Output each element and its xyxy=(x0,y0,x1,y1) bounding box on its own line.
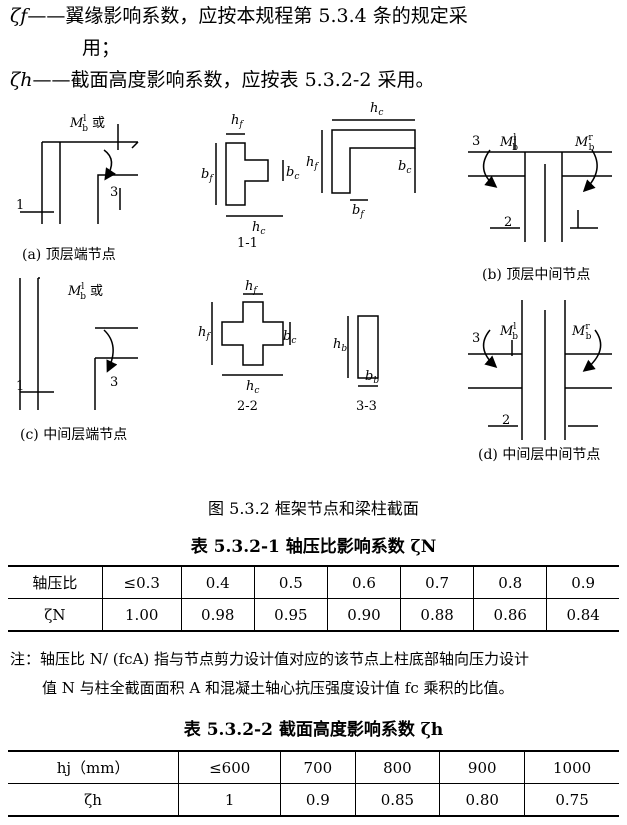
joint-b-drawing xyxy=(468,136,612,242)
table-cell: 1.00 xyxy=(101,598,182,632)
dim-hc-l: hc xyxy=(370,101,383,118)
dim-bc-2: bc xyxy=(283,329,296,346)
joint-c-mark-3: 3 xyxy=(110,375,118,390)
table-1-title: 表 5.3.2-1 轴压比影响系数 ζN xyxy=(190,537,437,557)
table-cell: 800 xyxy=(354,750,441,784)
dim-hb: hb xyxy=(333,337,347,354)
joint-d-mark-3: 3 xyxy=(472,331,480,346)
table-cell: 0.95 xyxy=(253,598,328,632)
joint-a-drawing xyxy=(20,124,139,224)
table-2-title: 表 5.3.2-2 截面高度影响系数 ζh xyxy=(183,720,444,740)
table-cell: ≤600 xyxy=(178,750,282,784)
dim-hc-2: hc xyxy=(246,379,259,396)
joint-c-mark-1: 1 xyxy=(16,379,24,394)
table-cell: 0.5 xyxy=(253,565,328,599)
dim-bc-1: bc xyxy=(286,165,299,182)
dim-bf: bf xyxy=(201,167,214,184)
table-cell: 0.98 xyxy=(180,598,255,632)
note-line-2: 值 N 与柱全截面面积 A 和混凝土轴心抗压强度设计值 fc 乘积的比值。 xyxy=(42,679,514,697)
table-1-note: 注：轴压比 N/ (fcA) 指与节点剪力设计值对应的该节点上柱底部轴向压力设计… xyxy=(10,645,620,703)
zeta-h-text: ——截面高度影响系数，应按表 5.3.2-2 采用。 xyxy=(32,69,435,91)
joint-d-drawing xyxy=(468,300,612,440)
table-cell: 0.84 xyxy=(546,598,619,632)
table-cell: 0.88 xyxy=(400,598,475,632)
dim-hc-1: hc xyxy=(252,220,265,237)
table-cell: ζN xyxy=(8,598,103,632)
table-cell: 1000 xyxy=(524,750,619,784)
table-cell: 0.86 xyxy=(473,598,548,632)
dim-bf-l: bf xyxy=(352,203,365,220)
table-cell: ζh xyxy=(8,783,180,817)
table-cell: hj（mm） xyxy=(8,750,180,784)
table-cell: 0.75 xyxy=(524,783,619,817)
table-row: hj（mm） ≤600 700 800 900 1000 xyxy=(8,750,619,784)
dim-bc-l: bc xyxy=(398,159,411,176)
joint-c-drawing xyxy=(19,277,138,410)
zeta-f-text: ——翼缘影响系数，应按本规程第 5.3.4 条的规定采 xyxy=(27,5,468,27)
table-row: 轴压比 ≤0.3 0.4 0.5 0.6 0.7 0.8 0.9 xyxy=(8,565,619,599)
table-cell: 0.85 xyxy=(354,783,441,817)
table-cell: 0.7 xyxy=(400,565,475,599)
table-cell: ≤0.3 xyxy=(101,565,182,599)
figure-title: 图 5.3.2 框架节点和梁柱截面 xyxy=(208,499,419,518)
table-cell: 700 xyxy=(280,750,356,784)
note-line-1: 注：轴压比 N/ (fcA) 指与节点剪力设计值对应的该节点上柱底部轴向压力设计 xyxy=(10,650,529,668)
table-cell: 0.9 xyxy=(280,783,356,817)
label-section-3-3: 3-3 xyxy=(356,399,377,414)
table-cell: 轴压比 xyxy=(8,565,103,599)
zeta-f-symbol: ζf xyxy=(10,5,28,27)
dim-hf-2: hf xyxy=(245,279,258,296)
caption-joint-a: (a) 顶层端节点 xyxy=(22,247,116,263)
joint-a-mark-3: 3 xyxy=(110,185,118,200)
joint-a-mark-1: 1 xyxy=(16,198,24,213)
table-2: hj（mm） ≤600 700 800 900 1000 ζh 1 0.9 0.… xyxy=(8,750,619,817)
table-1: 轴压比 ≤0.3 0.4 0.5 0.6 0.7 0.8 0.9 ζN 1.00… xyxy=(8,565,619,632)
table-cell: 0.9 xyxy=(546,565,619,599)
table-cell: 0.4 xyxy=(180,565,255,599)
table-cell: 0.90 xyxy=(326,598,402,632)
section-1-1-drawing xyxy=(215,119,416,217)
zeta-h-symbol: ζh xyxy=(10,69,33,91)
table-cell: 1 xyxy=(178,783,282,817)
joint-b-mark-3: 3 xyxy=(472,134,480,149)
label-section-1-1: 1-1 xyxy=(237,236,258,251)
label-section-2-2: 2-2 xyxy=(237,399,258,414)
table-row: ζN 1.00 0.98 0.95 0.90 0.88 0.86 0.84 xyxy=(8,598,619,632)
table-cell: 0.6 xyxy=(326,565,402,599)
joint-b-mark-2: 2 xyxy=(504,215,512,230)
caption-joint-c: (c) 中间层端节点 xyxy=(20,427,128,443)
caption-joint-b: (b) 顶层中间节点 xyxy=(482,267,591,283)
dim-hf-2b: hf xyxy=(198,325,211,342)
caption-joint-d: (d) 中间层中间节点 xyxy=(478,447,601,463)
table-cell: 0.8 xyxy=(473,565,548,599)
zeta-f-definition: ζf——翼缘影响系数，应按本规程第 5.3.4 条的规定采 用； xyxy=(10,4,610,60)
table-cell: 0.80 xyxy=(439,783,526,817)
table-row: ζh 1 0.9 0.85 0.80 0.75 xyxy=(8,783,619,817)
dim-bb: bb xyxy=(365,369,379,386)
joint-d-mark-2: 2 xyxy=(502,413,510,428)
dim-hf-top: hf xyxy=(231,113,244,130)
section-3-3-drawing xyxy=(347,315,379,387)
dim-hf-l: hf xyxy=(306,155,319,172)
zeta-h-definition: ζh——截面高度影响系数，应按表 5.3.2-2 采用。 xyxy=(10,68,434,92)
zeta-f-text-cont: 用； xyxy=(82,37,121,59)
section-2-2-drawing xyxy=(211,293,291,376)
table-cell: 900 xyxy=(439,750,526,784)
